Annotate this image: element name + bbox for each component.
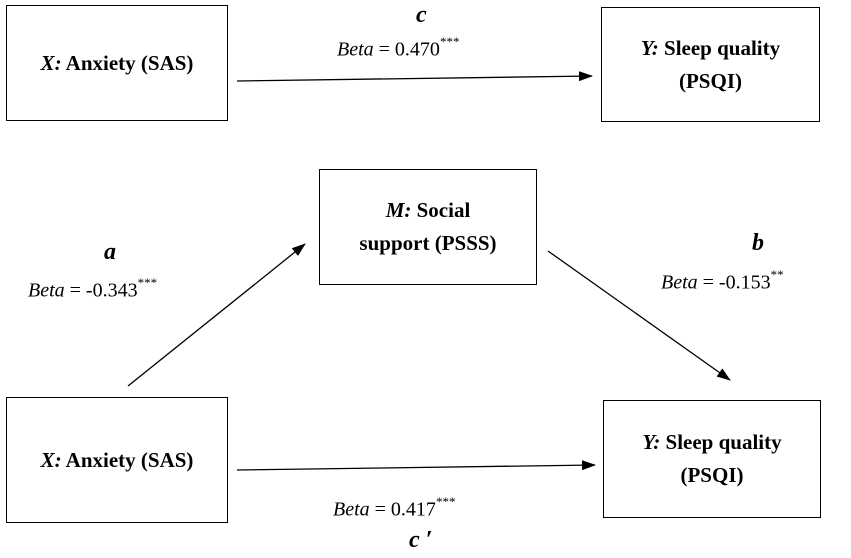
beta-word: Beta	[661, 271, 698, 294]
x-anxiety-box-bottom: X: Anxiety (SAS)	[6, 397, 228, 523]
arrow-b	[547, 250, 731, 381]
x-variable-label: X:	[40, 447, 62, 472]
significance-stars: ***	[137, 275, 158, 290]
m-box-label-line2: support (PSSS)	[359, 231, 497, 255]
path-a-beta: Beta = -0.343***	[28, 275, 158, 303]
x-box-label: Anxiety (SAS)	[65, 447, 194, 472]
significance-stars: **	[770, 267, 784, 282]
beta-value: = -0.153	[697, 271, 771, 294]
beta-value: = 0.470	[373, 38, 440, 61]
path-b-letter: b	[752, 230, 764, 256]
arrow-a	[127, 243, 306, 387]
y-variable-label: Y:	[640, 35, 659, 60]
m-social-support-box: M: Social support (PSSS)	[319, 169, 537, 285]
beta-word: Beta	[28, 279, 65, 302]
beta-value: = -0.343	[64, 279, 138, 302]
y-box-label-line2: (PSQI)	[680, 463, 744, 487]
y-sleep-quality-box-bottom: Y: Sleep quality (PSQI)	[603, 400, 821, 518]
y-variable-label: Y:	[642, 430, 661, 455]
beta-word: Beta	[333, 498, 370, 521]
y-sleep-quality-box-top: Y: Sleep quality (PSQI)	[601, 7, 820, 122]
x-variable-label: X:	[40, 50, 62, 75]
path-a-letter: a	[104, 239, 116, 265]
x-box-label: Anxiety (SAS)	[65, 50, 194, 75]
x-anxiety-box-top: X: Anxiety (SAS)	[6, 5, 228, 121]
path-c-prime-letter: c ′	[409, 527, 433, 553]
m-box-label-line1: Social	[416, 198, 471, 223]
arrow-c-prime	[236, 460, 596, 471]
arrow-c	[236, 71, 593, 82]
path-c-letter: c	[416, 2, 427, 28]
path-c-beta: Beta = 0.470***	[337, 34, 460, 62]
significance-stars: ***	[439, 34, 460, 49]
significance-stars: ***	[435, 494, 456, 509]
y-box-label-line1: Sleep quality	[664, 35, 781, 60]
path-b-beta: Beta = -0.153**	[661, 267, 784, 295]
beta-word: Beta	[337, 38, 374, 61]
y-box-label-line2: (PSQI)	[678, 68, 742, 93]
y-box-label-line1: Sleep quality	[665, 430, 782, 455]
beta-value: = 0.417	[369, 498, 436, 521]
m-variable-label: M:	[385, 198, 412, 223]
path-c-prime-beta: Beta = 0.417***	[333, 494, 456, 522]
